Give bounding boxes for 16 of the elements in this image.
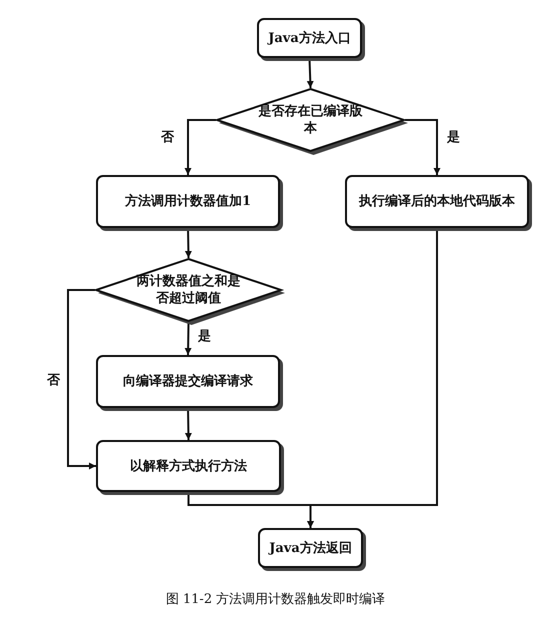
arrow [405,119,440,175]
process-box: 执行编译后的本地代码版本 [345,175,529,228]
arrow [184,322,192,356]
process-box: 方法调用计数器值加1 [96,175,280,228]
arrow [67,289,96,470]
process-box: Java方法返回 [258,528,363,568]
arrow [307,228,438,528]
process-box: 以解释方式执行方法 [96,440,281,492]
arrow [184,119,216,175]
edge-label: 是 [446,130,461,145]
caption: 图 11-2 方法调用计数器触发即时编译 [164,591,386,608]
process-box: 向编译器提交编译请求 [96,355,280,408]
edge-label: 否 [46,373,61,388]
edge-label: 是 [197,329,212,344]
edge-label: 否 [160,130,175,145]
process-box: Java方法入口 [257,18,362,58]
